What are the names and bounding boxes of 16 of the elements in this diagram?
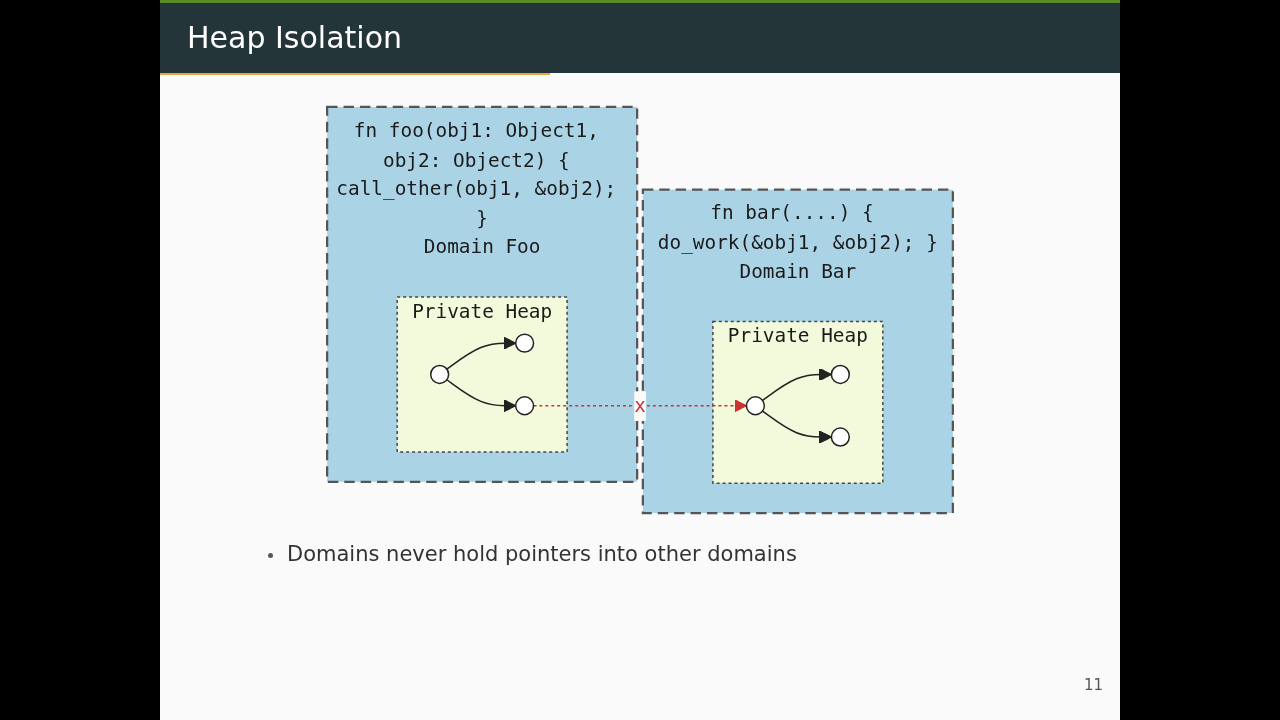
slide-title: Heap Isolation xyxy=(187,20,402,55)
edge-label: x xyxy=(634,394,646,417)
node-label: Domain Foo xyxy=(423,235,541,258)
arrow xyxy=(761,367,832,402)
arrow xyxy=(761,410,832,444)
bullet-text: Domains never hold pointers into other domains xyxy=(268,542,797,566)
node-circle xyxy=(429,364,450,385)
node-circle xyxy=(830,364,851,385)
cluster: Private Heap xyxy=(396,296,568,453)
node-circle xyxy=(514,333,535,353)
node-label: Domain Bar xyxy=(739,259,857,283)
node-circle xyxy=(830,427,851,447)
cluster: Private Heap xyxy=(712,320,884,484)
page-number: 11 xyxy=(1084,676,1104,694)
node-circle xyxy=(514,396,535,416)
node-circle xyxy=(745,396,766,416)
